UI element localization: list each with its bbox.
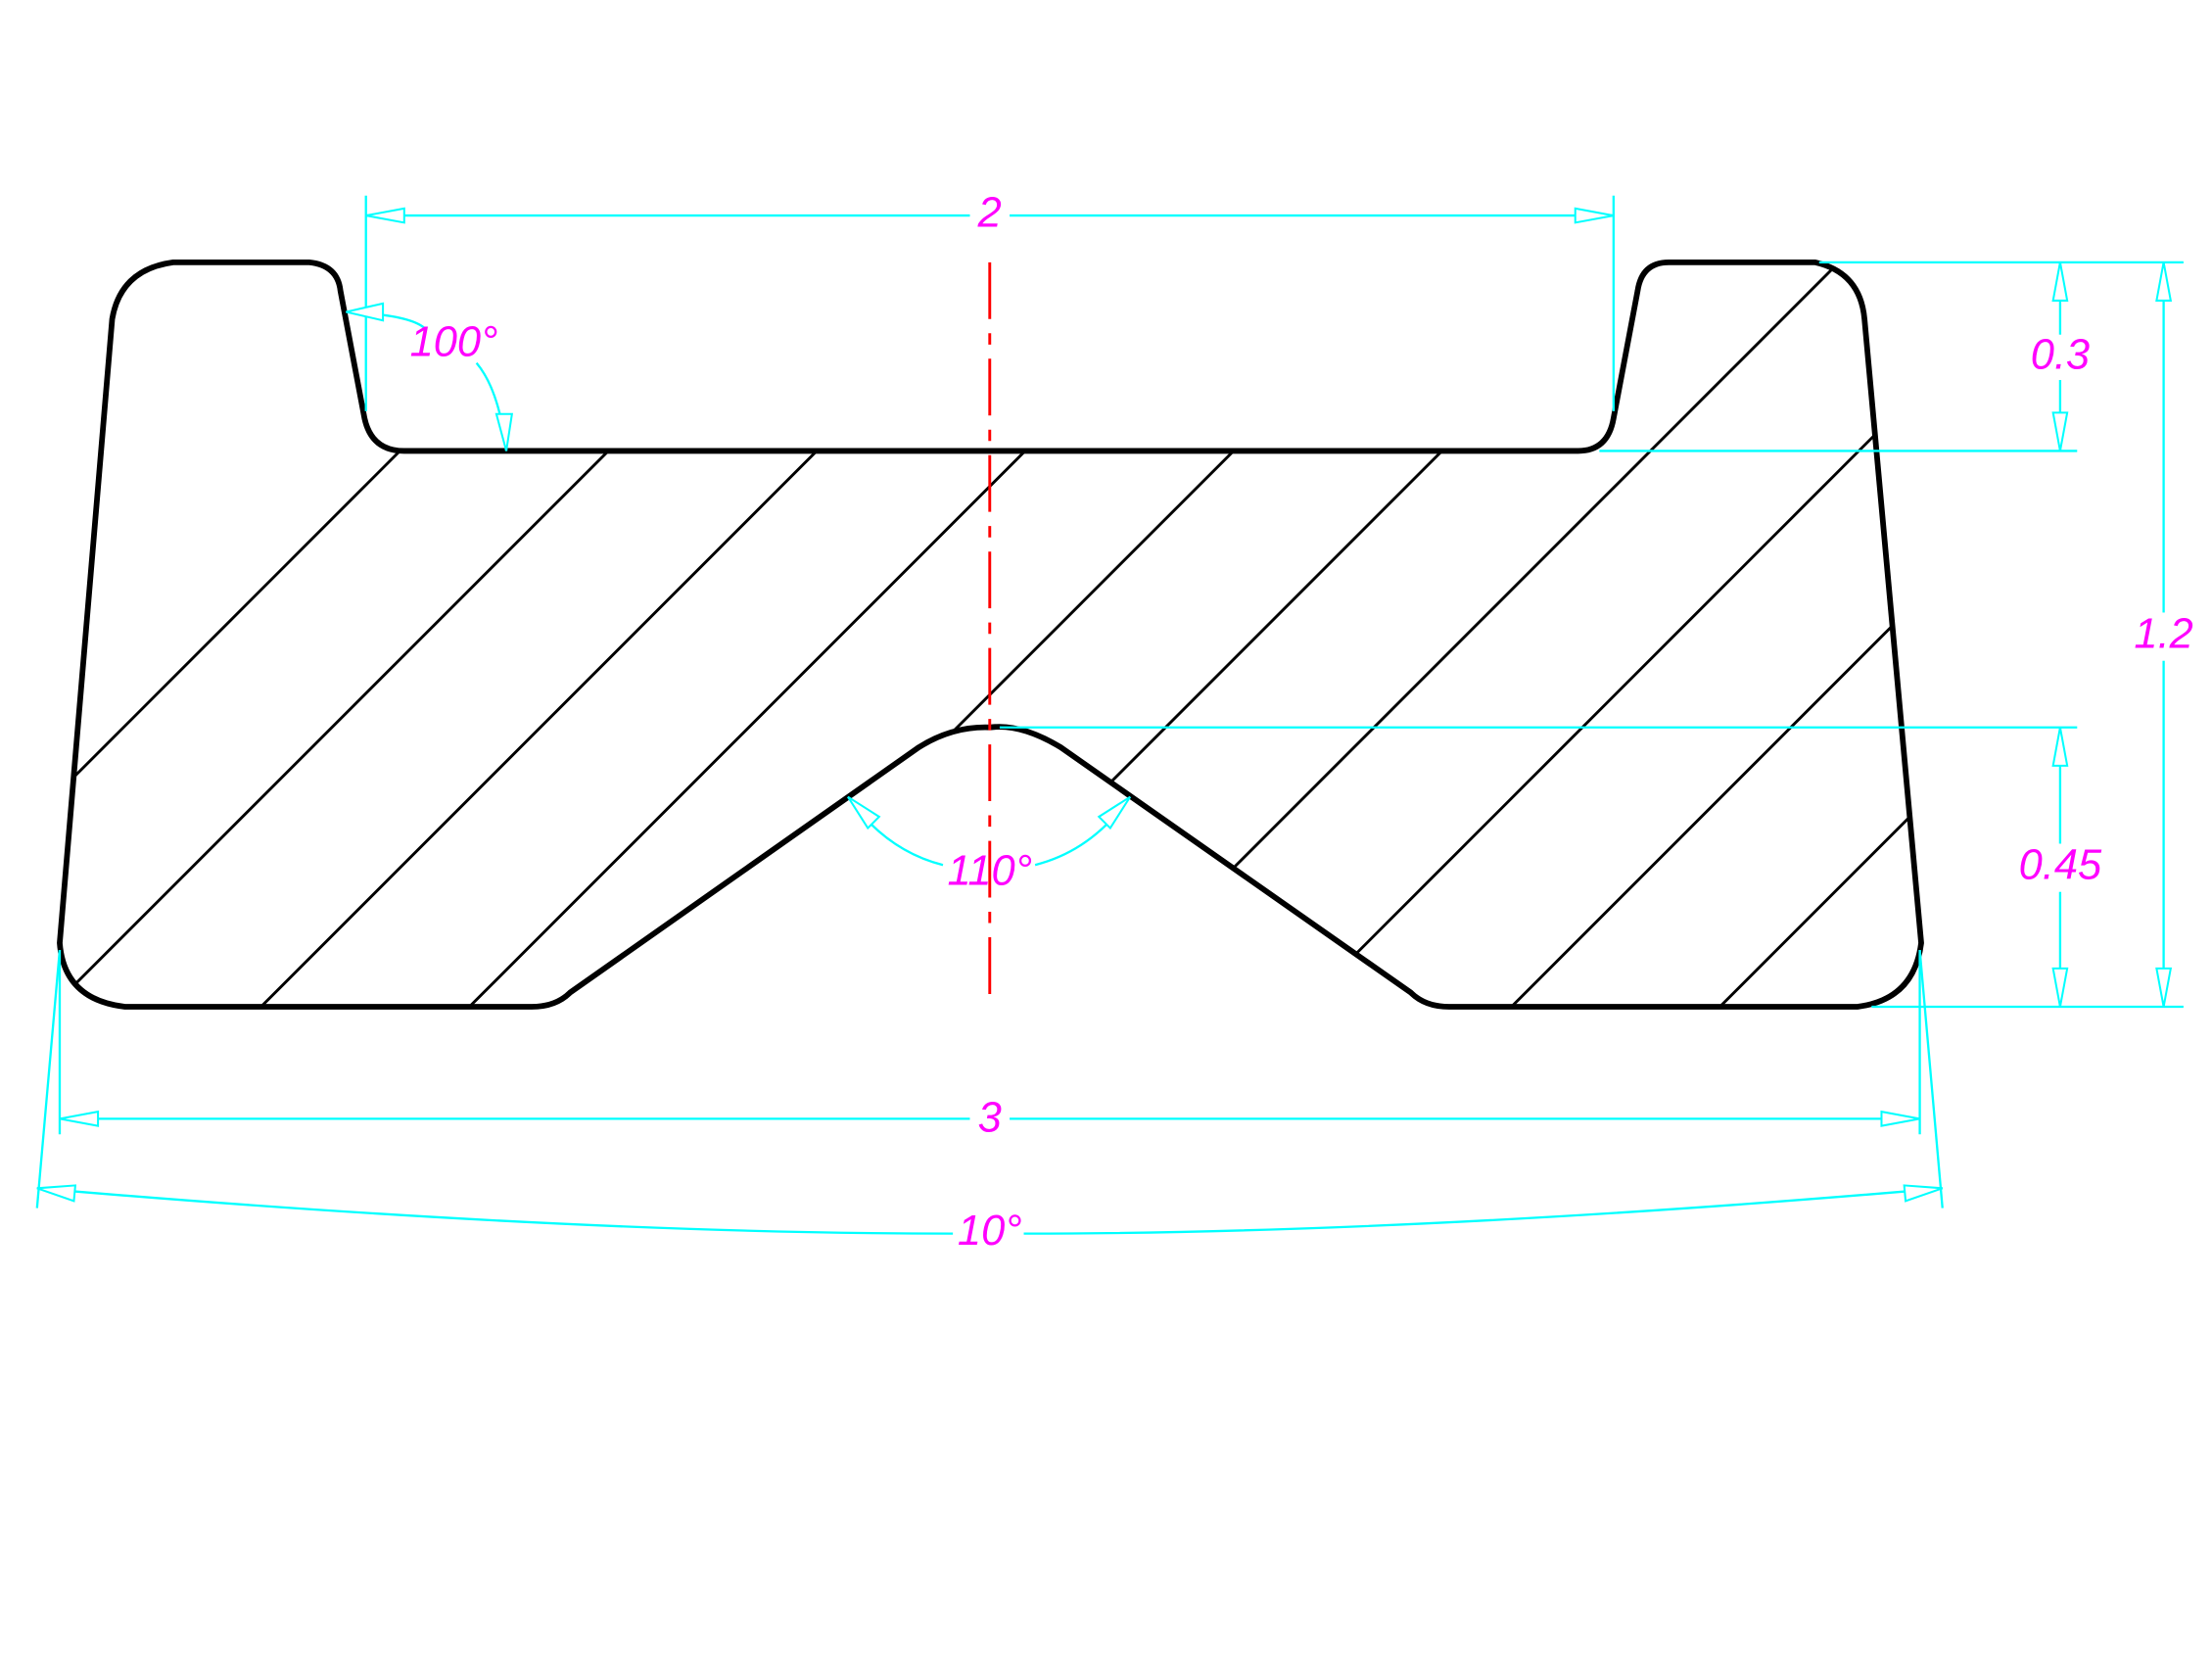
hatch-line — [2142, 0, 2212, 1418]
dimension-text: 3 — [978, 1094, 1002, 1141]
hatch-line — [265, 261, 1686, 1007]
dimension-text: 100° — [410, 318, 498, 365]
dimension-v-angle: 110° — [847, 795, 1132, 894]
hatch-line — [59, 261, 852, 1007]
dimension-v-depth: 0.45 — [999, 726, 2117, 1008]
dimension-taper-angle: 10° — [35, 949, 1944, 1255]
hatch-line — [1307, 261, 1922, 1007]
dimension-text: 10° — [958, 1208, 1022, 1255]
dimension-text: 2 — [977, 190, 1002, 237]
hatch-line — [1099, 261, 1922, 1007]
hatch-line — [474, 261, 1895, 1007]
dimension-bottom-width: 3 — [58, 950, 1921, 1141]
hatch-line — [1724, 261, 1922, 1007]
dimension-flank-angle: 100° — [346, 302, 514, 451]
dimension-text: 0.3 — [2031, 331, 2090, 378]
section-hatching — [59, 0, 2212, 1418]
hatch-line — [59, 261, 1060, 1007]
dimension-text: 1.2 — [2134, 611, 2192, 658]
hatch-line — [1516, 261, 1922, 1007]
dimension-total-height: 1.2 — [1871, 261, 2201, 1009]
hatch-line — [890, 261, 1922, 1007]
dimension-groove-depth: 0.3 — [1599, 261, 2184, 452]
hatch-line — [59, 261, 1269, 1007]
dimension-top-width: 2 — [364, 190, 1615, 411]
part-profile — [57, 259, 1924, 1010]
dimension-text: 110° — [947, 847, 1032, 894]
hatch-line — [1934, 0, 2212, 1418]
dimension-text: 0.45 — [2019, 842, 2102, 889]
hatch-line — [59, 261, 1478, 1007]
hatch-line — [682, 261, 1922, 1007]
